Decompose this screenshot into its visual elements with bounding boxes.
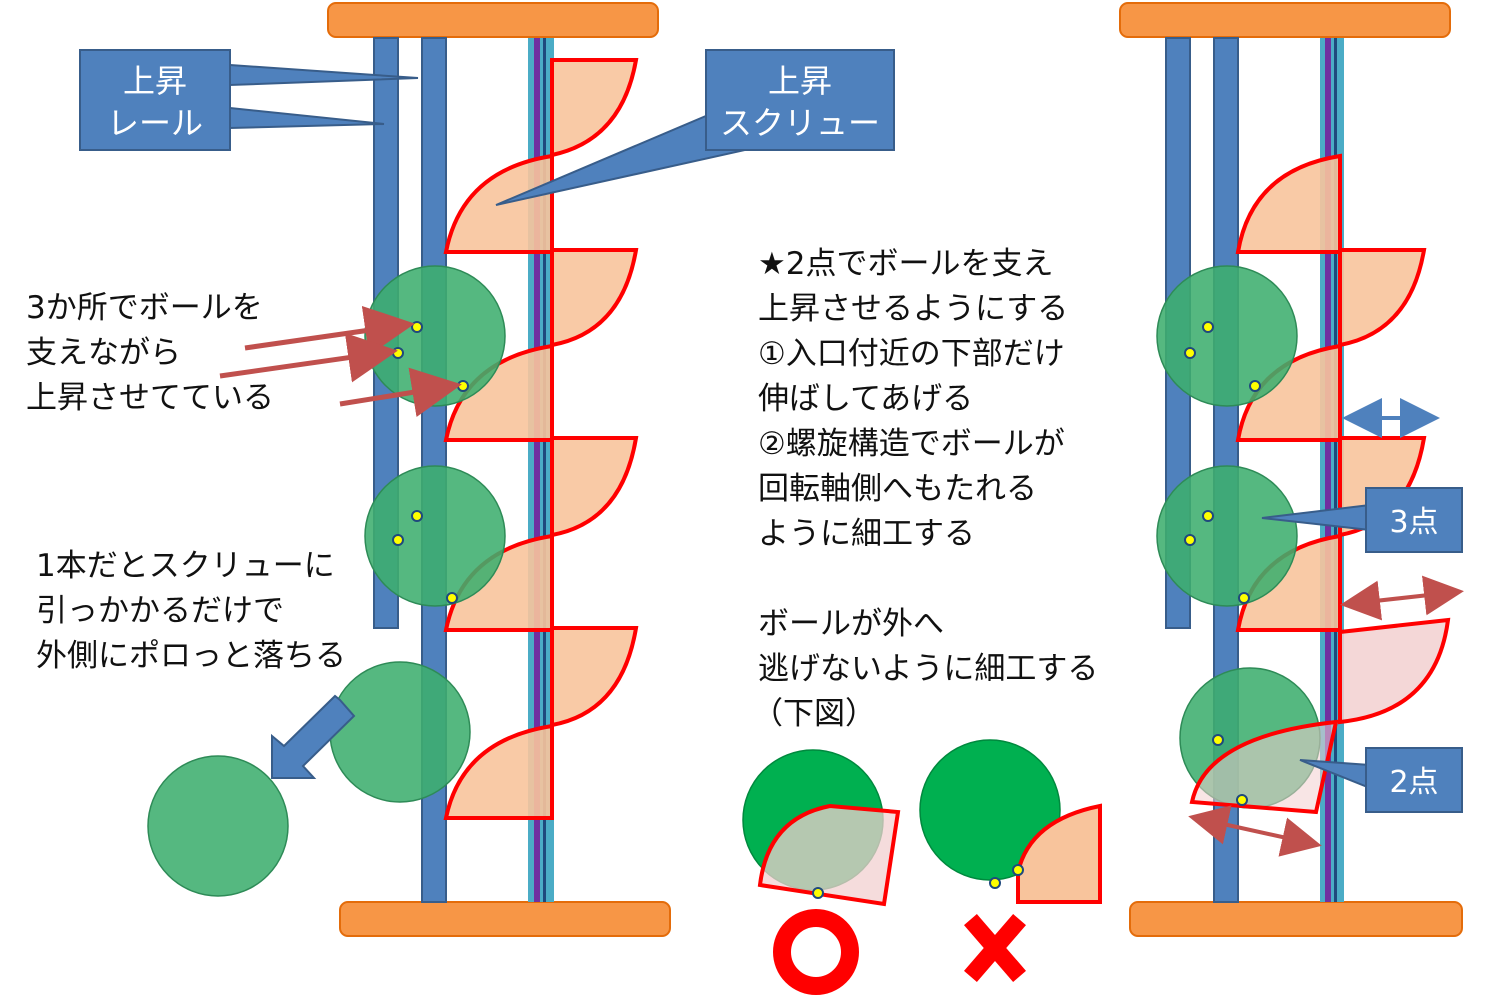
right-contact-points <box>1184 321 1261 806</box>
screw-label-line2: スクリュー <box>720 104 880 142</box>
main-note-line: 回転軸側へもたれる <box>758 471 1037 507</box>
main-note-line: ように細工する <box>758 516 975 552</box>
support-note-line: 3か所でボールを <box>26 290 263 326</box>
rail-label-line2: レール <box>107 104 203 142</box>
support-note-line: 支えながら <box>26 335 181 371</box>
main-note-line: ②螺旋構造でボールが <box>758 426 1065 462</box>
right-modified-blade-upper <box>1338 617 1451 725</box>
right-ball-2 <box>1156 465 1298 607</box>
left-screw-blades <box>443 58 639 820</box>
sub-note-line: 逃げないように細工する <box>758 651 1098 687</box>
right-bottom-base <box>1129 901 1463 937</box>
extend-arrow-red-lower <box>1188 805 1322 857</box>
left-bottom-base <box>339 901 671 937</box>
support-note: 3か所でボールを 支えながら 上昇させてている <box>26 290 274 416</box>
cross-bad-icon <box>964 914 1026 982</box>
right-top-base <box>1119 2 1451 38</box>
fall-note-line: 外側にポロっと落ちる <box>36 638 346 674</box>
left-support-arrows <box>219 305 462 418</box>
circle-good-icon <box>773 909 859 995</box>
left-ball-2 <box>364 465 506 607</box>
left-ball-3 <box>329 661 471 803</box>
rail-callout: 上昇 レール <box>79 49 419 151</box>
right-mechanism: 3点 2点 <box>1119 2 1464 937</box>
extend-arrow-red-upper <box>1340 575 1464 621</box>
screw-callout: 上昇 スクリュー <box>495 49 895 206</box>
left-ball-fallen <box>147 755 289 897</box>
sub-note-line: ボールが外へ <box>758 606 944 642</box>
left-ball-1 <box>364 265 506 407</box>
bad-example <box>919 739 1102 982</box>
right-modified-blade-lower <box>1189 719 1339 815</box>
fall-note-line: 1本だとスクリューに <box>36 548 335 584</box>
sub-note-line: （下図） <box>752 696 876 732</box>
screw-label-line1: 上昇 <box>768 62 832 100</box>
rail-label-line1: 上昇 <box>123 62 187 100</box>
main-note-line: ①入口付近の下部だけ <box>758 336 1065 372</box>
right-ball-1 <box>1156 265 1298 407</box>
three-point-callout: 3点 <box>1261 487 1463 553</box>
good-example <box>742 749 901 995</box>
left-top-base <box>327 2 659 38</box>
fall-note: 1本だとスクリューに 引っかかるだけで 外側にポロっと落ちる <box>36 548 346 674</box>
main-note-line: 上昇させるようにする <box>758 291 1068 327</box>
fall-arrow-icon <box>271 694 356 779</box>
center-notes: ★2点でボールを支え 上昇させるようにする ①入口付近の下部だけ 伸ばしてあげる… <box>752 246 1098 732</box>
two-point-label: 2点 <box>1389 765 1438 800</box>
left-mechanism: 上昇 レール 上昇 スクリュー 3か所でボールを 支えながら 上昇させてている … <box>26 2 895 937</box>
three-point-label: 3点 <box>1389 505 1438 540</box>
support-note-line: 上昇させてている <box>26 380 274 416</box>
main-note-line: ★2点でボールを支え <box>758 246 1054 282</box>
main-note-line: 伸ばしてあげる <box>758 381 973 417</box>
fall-note-line: 引っかかるだけで <box>36 593 284 629</box>
two-point-callout: 2点 <box>1299 747 1463 813</box>
